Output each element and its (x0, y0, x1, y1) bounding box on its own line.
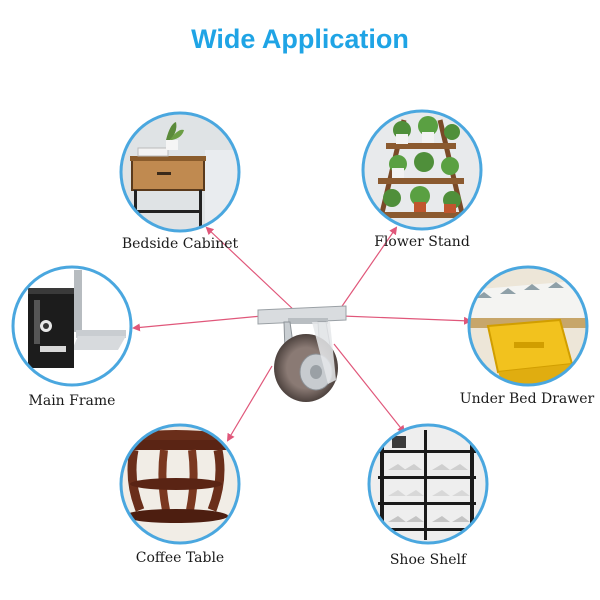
computer-case-icon (11, 265, 133, 387)
caster-wheel-icon (257, 305, 347, 402)
arrow-main-frame (132, 315, 263, 332)
under-bed-drawer-icon (467, 265, 589, 387)
label-coffee-table: Coffee Table (135, 550, 225, 566)
connector-arrows (132, 226, 472, 442)
shoe-shelf-icon (367, 423, 489, 545)
arrow-under-bed-drawer (341, 315, 472, 325)
coffee-table-icon (119, 423, 241, 545)
flower-stand-icon (361, 109, 483, 231)
label-shoe-shelf: Shoe Shelf (389, 552, 467, 568)
arrow-bedside-cabinet (205, 226, 297, 313)
label-under-bed-drawer: Under Bed Drawer (459, 391, 595, 407)
page-title: Wide Application (191, 24, 409, 54)
bedside-cabinet-icon (119, 111, 241, 233)
arrow-flower-stand (337, 226, 398, 313)
label-bedside-cabinet: Bedside Cabinet (121, 236, 239, 252)
label-main-frame: Main Frame (28, 393, 116, 409)
label-flower-stand: Flower Stand (374, 234, 470, 250)
arrow-coffee-table (226, 365, 273, 442)
arrow-shoe-shelf (333, 343, 406, 434)
